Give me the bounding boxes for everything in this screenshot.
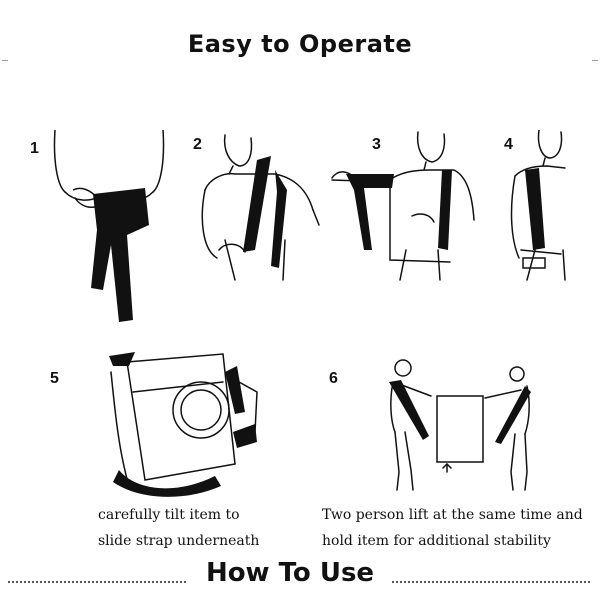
step-5-illustration xyxy=(105,352,260,502)
step-4-number: 4 xyxy=(504,136,513,153)
footer-divider-right xyxy=(392,581,590,583)
footer-title: How To Use xyxy=(205,558,375,588)
caption-line: slide strap underneath xyxy=(98,533,260,549)
caption-line: hold item for additional stability xyxy=(322,533,551,549)
caption-line: carefully tilt item to xyxy=(98,507,240,523)
step-3-number: 3 xyxy=(372,136,381,153)
left-edge-mark xyxy=(2,60,8,61)
step-1-illustration xyxy=(45,130,175,330)
step-3-illustration xyxy=(330,130,480,290)
step-2-illustration xyxy=(195,130,325,300)
step-5-number: 5 xyxy=(50,370,59,387)
right-edge-mark xyxy=(592,60,598,61)
step-5-caption: carefully tilt item to slide strap under… xyxy=(98,502,259,554)
step-4-illustration xyxy=(505,130,575,290)
footer-divider-left xyxy=(8,581,186,583)
page-title: Easy to Operate xyxy=(187,30,413,58)
step-6-caption: Two person lift at the same time and hol… xyxy=(322,502,583,554)
step-1-number: 1 xyxy=(30,140,39,157)
step-6-illustration xyxy=(385,352,535,497)
step-6-number: 6 xyxy=(329,370,338,387)
step-2-number: 2 xyxy=(193,136,202,153)
caption-line: Two person lift at the same time and xyxy=(322,507,583,523)
